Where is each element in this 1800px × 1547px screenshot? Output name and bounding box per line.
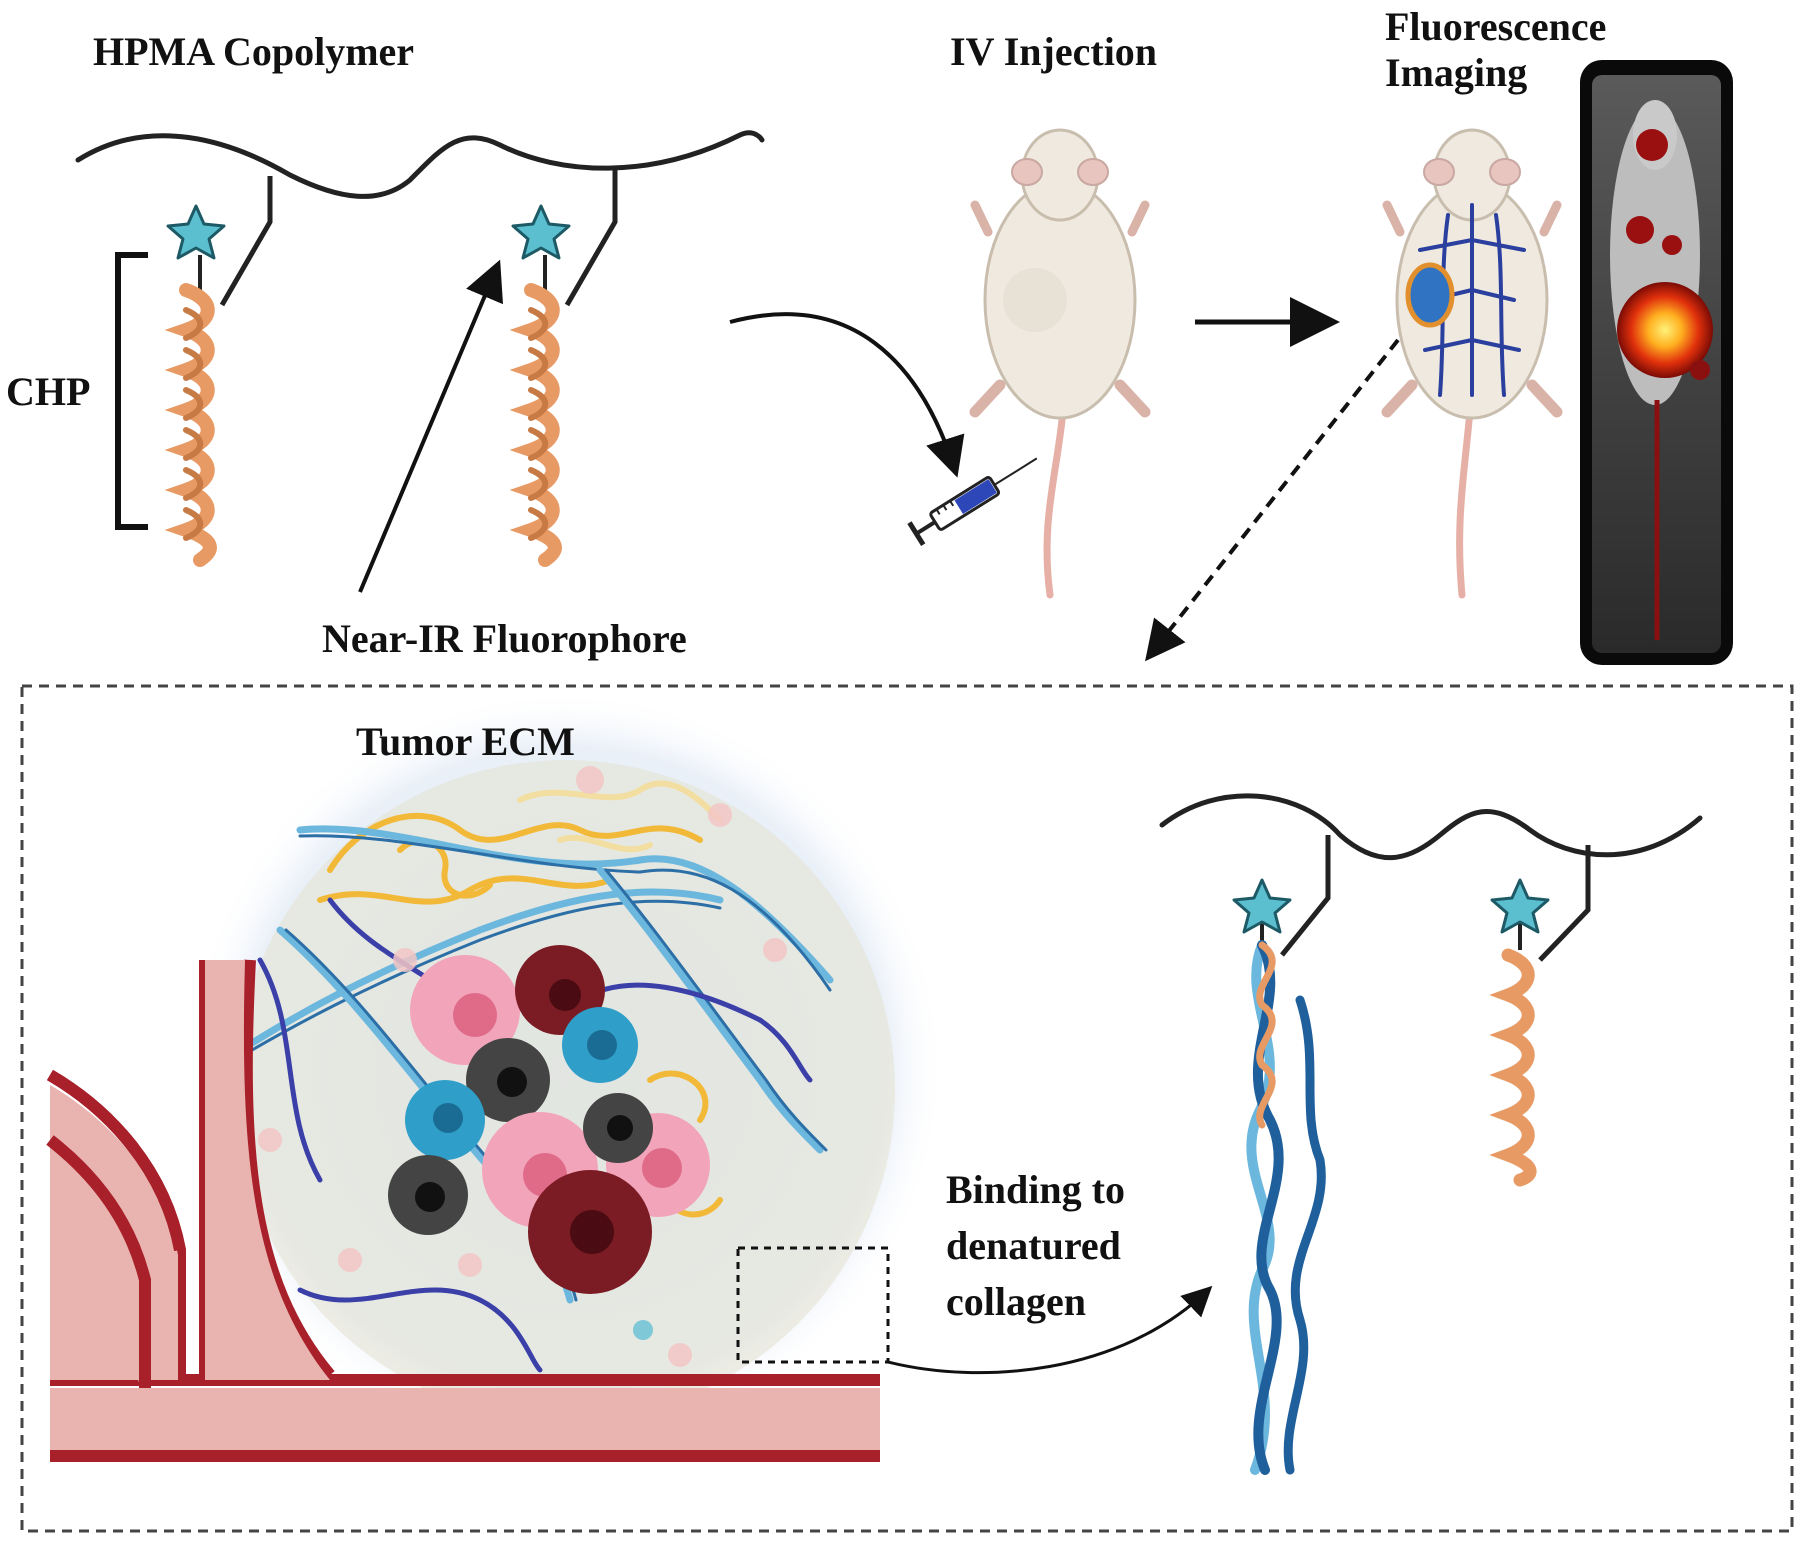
ecm-particles [258,766,787,1367]
linker-left [219,176,273,307]
polymer-backbone-detail [1159,793,1703,860]
tumor-cells [388,945,710,1294]
label-tumor-ecm: Tumor ECM [356,719,575,764]
tumor-on-mouse [1405,262,1455,328]
blood-vessel [46,959,880,1462]
chp-helix-free [1489,948,1537,1187]
fluorophore-pointer-arrow [358,259,503,593]
hpma-copolymer-illustration [75,130,765,593]
collagen-strand-dark [1252,940,1284,1475]
ecm-fibers-purple [257,897,813,1373]
fluorophore-star-free [1490,878,1550,934]
fluorophore-star-bound [1232,878,1292,934]
label-near-ir-fluorophore: Near-IR Fluorophore [322,616,687,661]
arrow-to-injection [729,312,965,478]
tumor-detail-box [20,684,1794,1533]
arrow-to-binding [887,1285,1213,1375]
iv-injection-mouse [969,128,1151,599]
fluorescence-image-panel [1580,60,1733,665]
imaging-mouse [1381,128,1563,599]
binding-detail [1159,793,1703,1475]
tumor-ecm-illustration [185,690,945,1450]
fluorophore-star-left [166,204,226,260]
label-binding-line-2: denatured [946,1223,1121,1268]
label-iv-injection: IV Injection [950,29,1158,74]
chp-helix-left [164,255,217,567]
linker-right [564,170,618,307]
label-fluorescence-imaging: Fluorescence Imaging [1385,4,1606,96]
chp-bracket [115,252,148,530]
fluorophore-star-right [511,204,571,260]
zoom-box [736,1246,890,1364]
syringe-icon [907,457,1038,547]
label-binding-line-1: Binding to [946,1167,1125,1212]
polymer-backbone [75,130,765,199]
chp-helix-bound [1256,941,1276,1129]
label-binding-to-denatured-collagen: Binding to denatured collagen [946,1162,1125,1330]
collagen-strand-dark-2 [1283,995,1326,1475]
chp-helix-right [509,255,562,567]
label-fluorescence-line-1: Fluorescence [1385,4,1607,49]
arrow-to-detail [1145,338,1400,662]
label-chp: CHP [6,369,91,414]
label-hpma-copolymer: HPMA Copolymer [93,29,415,74]
label-binding-line-3: collagen [946,1279,1086,1324]
label-fluorescence-line-2: Imaging [1385,50,1528,95]
